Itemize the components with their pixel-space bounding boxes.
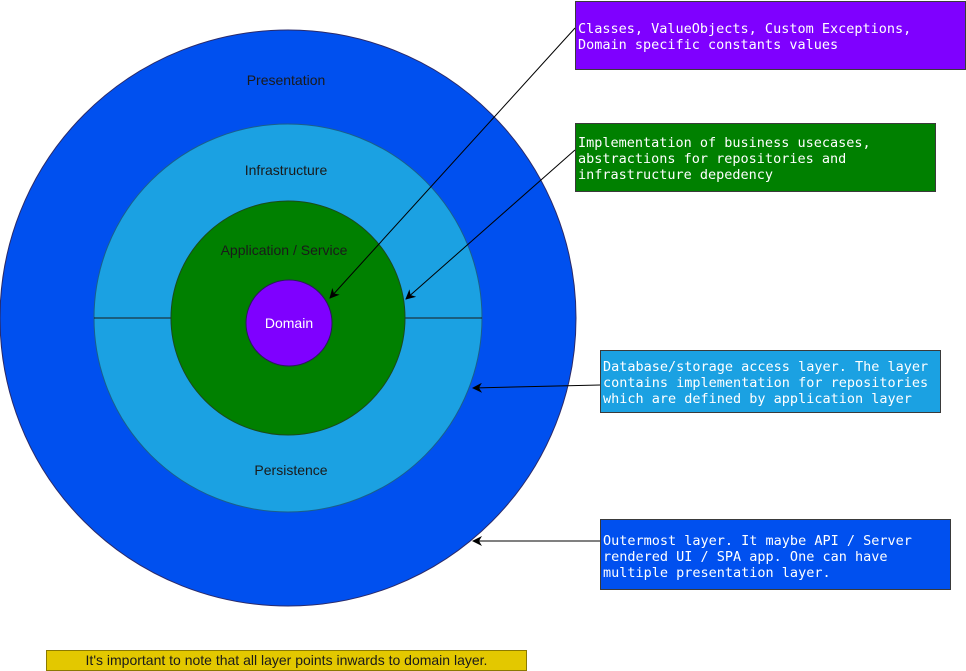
domain-description-box: Classes, ValueObjects, Custom Exceptions…: [575, 1, 966, 70]
inward-dependency-note: It's important to note that all layer po…: [46, 650, 527, 671]
arrow-to-application: [405, 149, 576, 300]
domain-layer-label: Domain: [265, 315, 313, 331]
infrastructure-layer-label: Infrastructure: [245, 162, 328, 178]
application-layer-label: Application / Service: [221, 242, 348, 258]
presentation-layer-label: Presentation: [247, 72, 326, 88]
presentation-description-box: Outermost layer. It maybe API / Server r…: [600, 519, 951, 590]
arrow-to-domain: [329, 27, 576, 299]
application-description-box: Implementation of business usecases, abs…: [575, 123, 936, 192]
infrastructure-description-box: Database/storage access layer. The layer…: [600, 350, 941, 413]
persistence-layer-label: Persistence: [254, 462, 327, 478]
arrow-to-infrastructure: [472, 382, 601, 393]
domain-layer-circle: [245, 279, 333, 367]
